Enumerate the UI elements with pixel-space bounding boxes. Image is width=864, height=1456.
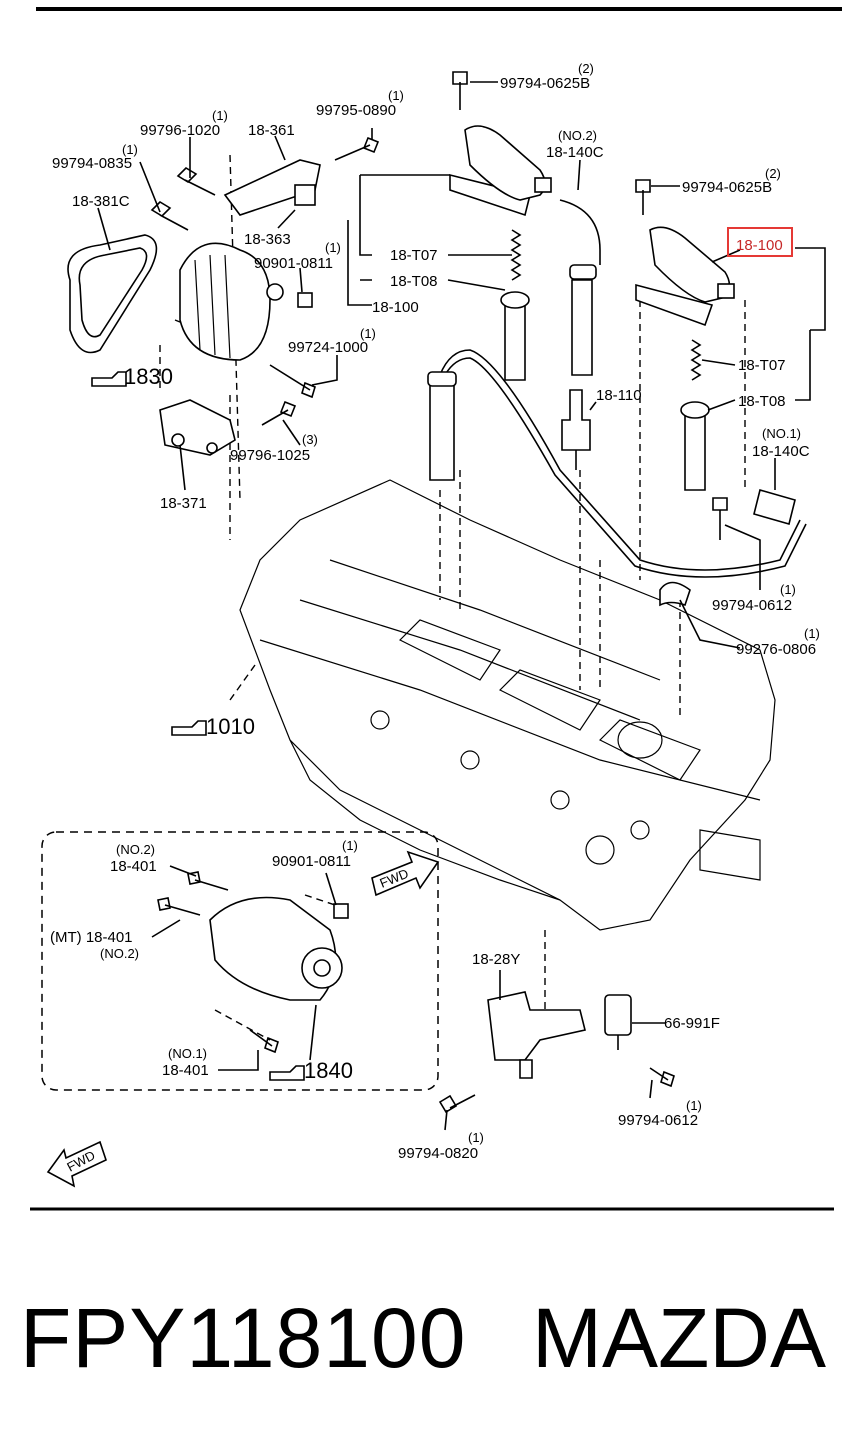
part-label: 18-100 xyxy=(372,299,419,316)
label-qty: (1) xyxy=(212,108,228,123)
label-qty: (NO.2) xyxy=(100,946,139,961)
part-label: 66-991F xyxy=(664,1015,720,1032)
cylinder-head xyxy=(239,479,776,931)
leader-lines xyxy=(97,81,826,1131)
label-qty: (1) xyxy=(388,88,404,103)
part-label: 99794-0612 xyxy=(712,597,792,614)
fwd-arrow-bottom xyxy=(46,1140,107,1188)
brand-name: MAZDA xyxy=(532,1291,826,1385)
label-qty: (1) xyxy=(804,626,820,641)
label-qty: (3) xyxy=(302,432,318,447)
part-label: 18-401 xyxy=(162,1062,209,1079)
label-qty: (1) xyxy=(342,838,358,853)
label-qty: (1) xyxy=(780,582,796,597)
parts-diagram: (2) 99794-0625B (2) 99794-0625B (1) 9979… xyxy=(30,7,842,1211)
label-qty: (1) xyxy=(360,326,376,341)
part-number: FPY118100 xyxy=(20,1291,467,1385)
label-qty: (1) xyxy=(122,142,138,157)
label-qty: (NO.1) xyxy=(168,1046,207,1061)
part-label: 90901-0811 xyxy=(272,853,351,870)
fwd-arrow-inset xyxy=(371,850,440,897)
ref-label: 1840 xyxy=(304,1058,353,1083)
part-label: 18-T07 xyxy=(738,357,786,374)
caption: FPY118100 MAZDA xyxy=(0,1270,864,1420)
highlighted-part-label: 18-100 xyxy=(736,237,783,254)
alternator xyxy=(179,242,313,361)
part-label: 99724-1000 xyxy=(288,339,368,356)
ref-label: 1010 xyxy=(206,714,255,739)
label-qty: (1) xyxy=(686,1098,702,1113)
ignition-coil-2 xyxy=(635,226,735,327)
ht-leads xyxy=(427,199,807,578)
part-label: 99794-0835 xyxy=(52,155,132,172)
part-label: 99794-0625B xyxy=(682,179,772,196)
part-label: 18-T08 xyxy=(738,393,786,410)
ignition-coil-1 xyxy=(449,125,552,217)
springs xyxy=(510,229,702,381)
ref-label: 1830 xyxy=(124,364,173,389)
bracket-18-28y xyxy=(487,991,586,1079)
starter-inset-box xyxy=(41,831,439,1091)
label-qty: (NO.2) xyxy=(558,128,597,143)
part-label: 18-401 xyxy=(110,858,157,875)
part-label: 18-T08 xyxy=(390,273,438,290)
sensor-66-991f xyxy=(604,994,632,1050)
label-qty: (2) xyxy=(765,166,781,181)
part-label: 99794-0820 xyxy=(398,1145,478,1162)
part-label: 18-363 xyxy=(244,231,291,248)
part-label: 18-140C xyxy=(546,144,604,161)
spark-plug xyxy=(561,389,591,470)
part-label: 90901-0811 xyxy=(254,255,333,272)
part-label: 18-110 xyxy=(596,387,642,404)
hand-pointer-icon xyxy=(91,371,305,1081)
part-label: 18-T07 xyxy=(390,247,438,264)
part-label: 18-361 xyxy=(248,122,295,139)
label-qty: (1) xyxy=(325,240,341,255)
part-label: 99796-1025 xyxy=(230,447,310,464)
label-qty: (NO.2) xyxy=(116,842,155,857)
part-label: 18-381C xyxy=(72,193,130,210)
starter-motor xyxy=(157,871,349,1054)
label-qty: (1) xyxy=(468,1130,484,1145)
label-qty: (NO.1) xyxy=(762,426,801,441)
part-label: 99796-1020 xyxy=(140,122,220,139)
part-label: 99795-0890 xyxy=(316,102,396,119)
lead-clip xyxy=(659,581,691,607)
part-label: 18-371 xyxy=(160,495,207,512)
part-label: 99794-0625B xyxy=(500,75,590,92)
bracket-18-371 xyxy=(159,399,236,456)
bracket-18-361 xyxy=(223,159,321,216)
part-label: 99276-0806 xyxy=(736,641,816,658)
highlight-box xyxy=(727,227,793,257)
part-label: 99794-0612 xyxy=(618,1112,698,1129)
part-label: 18-28Y xyxy=(472,951,520,968)
part-label: (MT) 18-401 xyxy=(50,929,133,946)
label-qty: (2) xyxy=(578,61,594,76)
part-label: 18-140C xyxy=(752,443,810,460)
v-belt xyxy=(67,234,158,354)
